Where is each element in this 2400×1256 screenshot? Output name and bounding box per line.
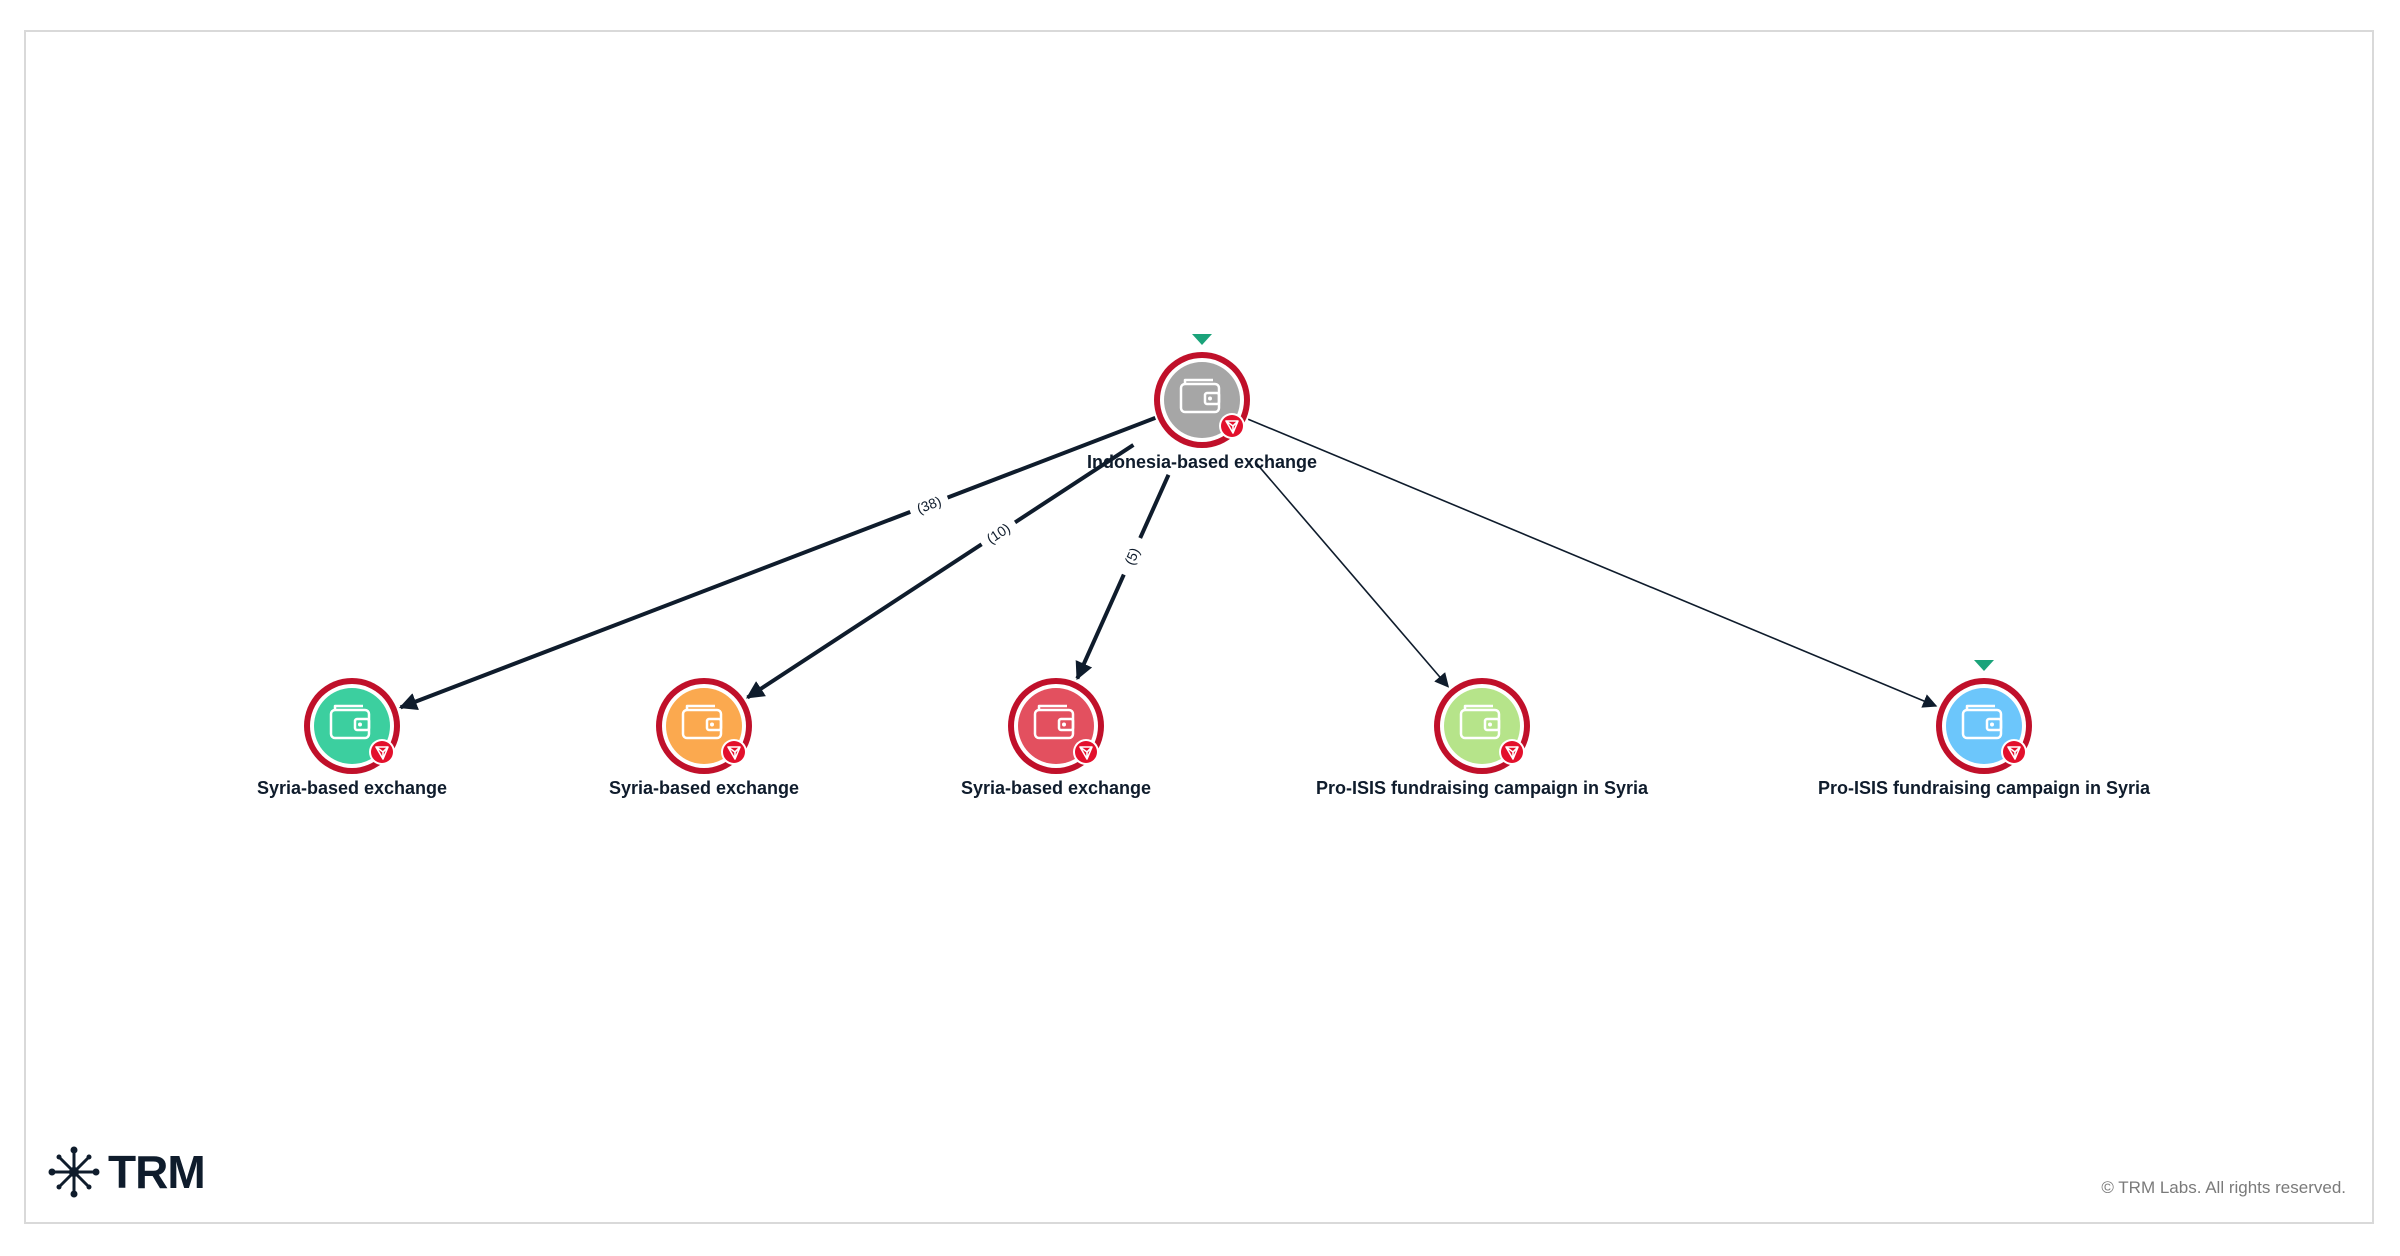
target-node[interactable]: Pro-ISIS fundraising campaign in Syria — [1818, 660, 2151, 798]
node-label: Indonesia-based exchange — [1087, 452, 1317, 472]
wallet-icon — [1179, 378, 1221, 414]
wallet-icon — [681, 704, 723, 740]
tron-badge-icon — [369, 739, 395, 765]
node-label: Pro-ISIS fundraising campaign in Syria — [1818, 778, 2151, 798]
brand-name: TRM — [108, 1146, 205, 1198]
tron-badge-icon — [1499, 739, 1525, 765]
node-label: Syria-based exchange — [961, 778, 1151, 798]
edge-label-bg — [1113, 533, 1149, 579]
source-node[interactable]: Indonesia-based exchange — [1087, 334, 1317, 472]
node-fill — [1164, 362, 1240, 438]
node-fill — [1018, 688, 1094, 764]
edge-t2[interactable]: (10) — [745, 443, 1135, 700]
target-node[interactable]: Syria-based exchange — [961, 678, 1151, 798]
edge-label-bg — [906, 487, 951, 521]
edge-line[interactable] — [398, 416, 1157, 711]
wallet-icon — [1459, 704, 1501, 740]
node-fill — [1444, 688, 1520, 764]
tron-badge-icon — [2001, 739, 2027, 765]
tron-badge-icon — [1073, 739, 1099, 765]
target-node[interactable]: Syria-based exchange — [609, 678, 799, 798]
tron-badge-icon — [1219, 413, 1245, 439]
tron-badge-icon — [721, 739, 747, 765]
node-fill — [314, 688, 390, 764]
edges-layer: (38)(10)(5) — [398, 416, 1938, 711]
edge-line[interactable] — [1247, 418, 1938, 708]
brand-logo: TRM — [48, 1146, 206, 1198]
edge-line[interactable] — [1075, 473, 1171, 681]
edge-label: (5) — [1121, 545, 1143, 567]
edge-line[interactable] — [745, 443, 1135, 700]
node-fill — [1946, 688, 2022, 764]
node-fill — [666, 688, 742, 764]
wallet-icon — [329, 704, 371, 740]
edge-label-bg — [975, 513, 1020, 552]
edge-t5[interactable] — [1247, 418, 1938, 708]
diagram-frame — [24, 30, 2374, 1224]
network-star-icon — [48, 1146, 100, 1198]
node-label: Syria-based exchange — [257, 778, 447, 798]
edge-t4[interactable] — [1254, 461, 1450, 688]
edge-t3[interactable]: (5) — [1075, 473, 1171, 681]
target-node[interactable]: Pro-ISIS fundraising campaign in Syria — [1316, 678, 1649, 798]
focus-marker-icon — [1974, 660, 1994, 671]
copyright-text: © TRM Labs. All rights reserved. — [2101, 1178, 2346, 1197]
node-label: Syria-based exchange — [609, 778, 799, 798]
wallet-icon — [1961, 704, 2003, 740]
edge-line[interactable] — [1254, 461, 1450, 688]
target-node[interactable]: Syria-based exchange — [257, 678, 447, 798]
focus-marker-icon — [1192, 334, 1212, 345]
node-label: Pro-ISIS fundraising campaign in Syria — [1316, 778, 1649, 798]
wallet-icon — [1033, 704, 1075, 740]
edge-t1[interactable]: (38) — [398, 416, 1157, 711]
